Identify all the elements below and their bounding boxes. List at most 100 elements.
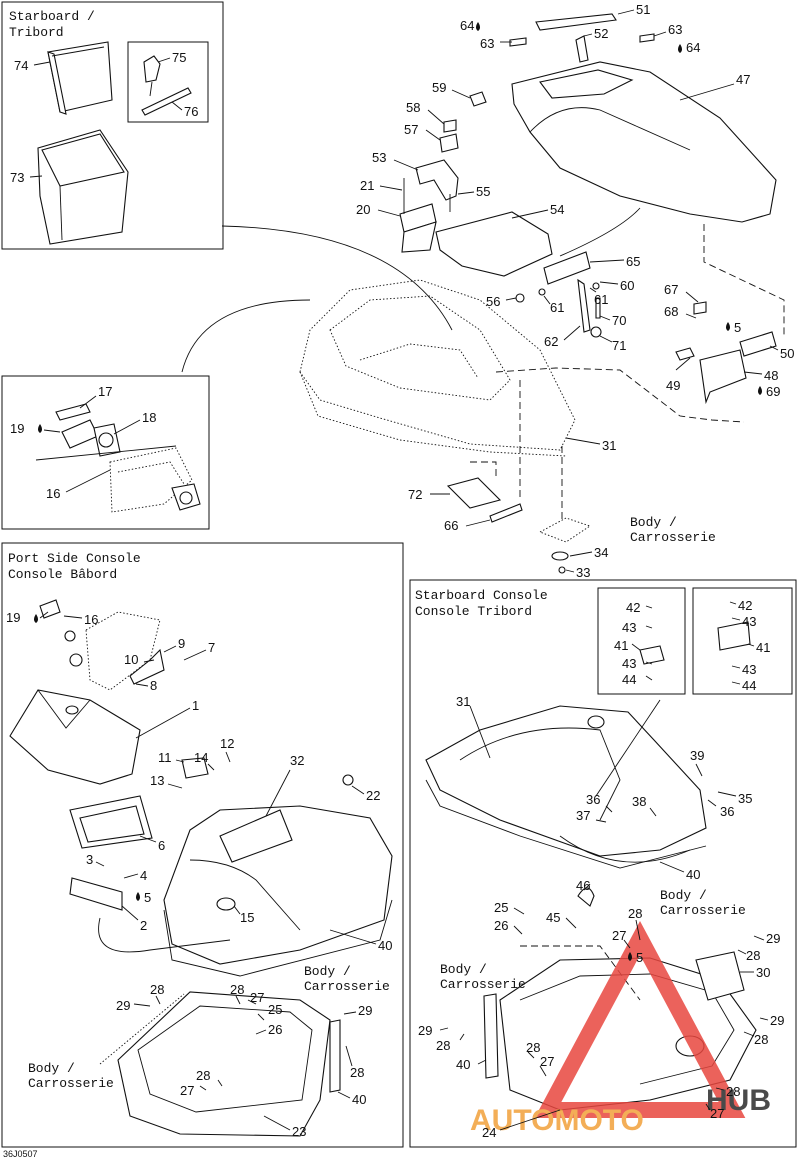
body-label-top: Body / Carrosserie <box>630 515 716 545</box>
part-label: 18 <box>142 410 156 425</box>
part-label: 67 <box>664 282 678 297</box>
fastener-75-76 <box>141 55 192 116</box>
lubricant-drop-icon <box>758 386 762 395</box>
part-label: 30 <box>756 965 770 980</box>
part-label: 10 <box>124 652 138 667</box>
part-label: 56 <box>486 294 500 309</box>
grommet-16b-b <box>69 653 83 667</box>
gasket-6-inner <box>79 805 145 843</box>
port-console-cover-1 <box>9 689 141 785</box>
detail-box-right <box>692 587 793 695</box>
washer-34 <box>551 551 569 561</box>
part-label: 23 <box>292 1124 306 1139</box>
panel-starboard-bins <box>1 1 224 250</box>
panel-grab-handle-detail <box>1 375 210 530</box>
grommet-16b-a <box>64 630 76 642</box>
seat-base-31 <box>299 279 576 457</box>
part-label: 2 <box>140 918 147 933</box>
part-label: 37 <box>576 808 590 823</box>
lubricant-drop-icon <box>38 424 42 433</box>
part-label: 70 <box>612 313 626 328</box>
storage-bin-73 <box>37 129 129 245</box>
starboard-console-title-fr: Console Tribord <box>415 604 532 619</box>
body-label-en: Body / <box>28 1061 75 1076</box>
fitting-19b <box>39 599 61 619</box>
watermark-logo: AUTOMOTO HUB <box>470 921 771 1137</box>
part-label: 24 <box>482 1125 496 1140</box>
part-label: 28 <box>726 1084 740 1099</box>
leader-to-detail <box>595 699 661 797</box>
bracket-11 <box>181 757 209 779</box>
starboard-bins-title-fr: Tribord <box>9 25 64 40</box>
watermark-triangle-icon <box>534 921 746 1118</box>
part-label: 54 <box>550 202 564 217</box>
part-label: 40 <box>378 938 392 953</box>
lubricant-drop-icon <box>34 614 38 623</box>
storage-bin-74 <box>47 41 113 115</box>
part-label: 19 <box>10 421 24 436</box>
part-label: 26 <box>268 1022 282 1037</box>
leader-40c <box>559 835 691 863</box>
cushion-54 <box>435 211 553 277</box>
bracket-41b <box>717 621 751 651</box>
lubricant-drop-icon <box>726 322 730 331</box>
part-label: 28 <box>754 1032 768 1047</box>
part-label: 42 <box>626 600 640 615</box>
part-label: 60 <box>620 278 634 293</box>
port-tray-23 <box>117 991 341 1137</box>
part-label: 50 <box>780 346 794 361</box>
part-label: 1 <box>192 698 199 713</box>
part-label: 29 <box>116 998 130 1013</box>
part-label: 28 <box>436 1038 450 1053</box>
port-console-title-en: Port Side Console <box>8 551 141 566</box>
body-label-en: Body / <box>304 964 351 979</box>
clip-46 <box>577 887 595 907</box>
part-label: 27 <box>250 990 264 1005</box>
lubricant-drop-icon <box>136 892 140 901</box>
part-label: 9 <box>178 636 185 651</box>
lubricant-drop-icon <box>476 22 480 31</box>
detail-box-left <box>597 587 686 695</box>
cable-10 <box>129 648 165 685</box>
part-label: 44 <box>622 672 636 687</box>
plate-72 <box>446 477 502 509</box>
part-label: 62 <box>544 334 558 349</box>
starboard-console-31b <box>425 705 707 869</box>
panel-starboard-console <box>409 579 797 1148</box>
part-label: 38 <box>632 794 646 809</box>
body-label-starboard-right: Body / Carrosserie <box>660 888 746 918</box>
leader-65-47 <box>559 207 641 257</box>
part-label: 64 <box>460 18 474 33</box>
body-label-en: Body / <box>630 515 677 530</box>
part-label: 28 <box>150 982 164 997</box>
part-label: 51 <box>636 2 650 17</box>
body-label-fr: Carrosserie <box>660 903 746 918</box>
part-label: 63 <box>668 22 682 37</box>
part-label: 36 <box>586 792 600 807</box>
part-label: 57 <box>404 122 418 137</box>
hinge-group <box>515 251 777 405</box>
part-label: 19 <box>6 610 20 625</box>
part-label: 43 <box>742 662 756 677</box>
part-label: 34 <box>594 545 608 560</box>
part-label: 5 <box>734 320 741 335</box>
part-label: 40 <box>686 867 700 882</box>
body-label-port-left: Body / Carrosserie <box>28 1061 114 1091</box>
part-label: 7 <box>208 640 215 655</box>
part-callouts: 74 73 75 76 17 18 19 16 64 63 51 52 63 6… <box>6 2 794 1140</box>
panel-port-console <box>1 542 404 1148</box>
starboard-bins-title-en: Starboard / <box>9 9 95 24</box>
body-label-en: Body / <box>660 888 707 903</box>
part-label: 21 <box>360 178 374 193</box>
part-label: 11 <box>158 750 172 765</box>
part-label: 13 <box>150 773 164 788</box>
part-label: 75 <box>172 50 186 65</box>
part-label: 12 <box>220 736 234 751</box>
dashed-leader-72 <box>470 461 497 476</box>
part-label: 40 <box>456 1057 470 1072</box>
dashed-leader-26b <box>520 945 641 1001</box>
part-label: 33 <box>576 565 590 580</box>
part-label: 59 <box>432 80 446 95</box>
part-label: 14 <box>194 750 208 765</box>
